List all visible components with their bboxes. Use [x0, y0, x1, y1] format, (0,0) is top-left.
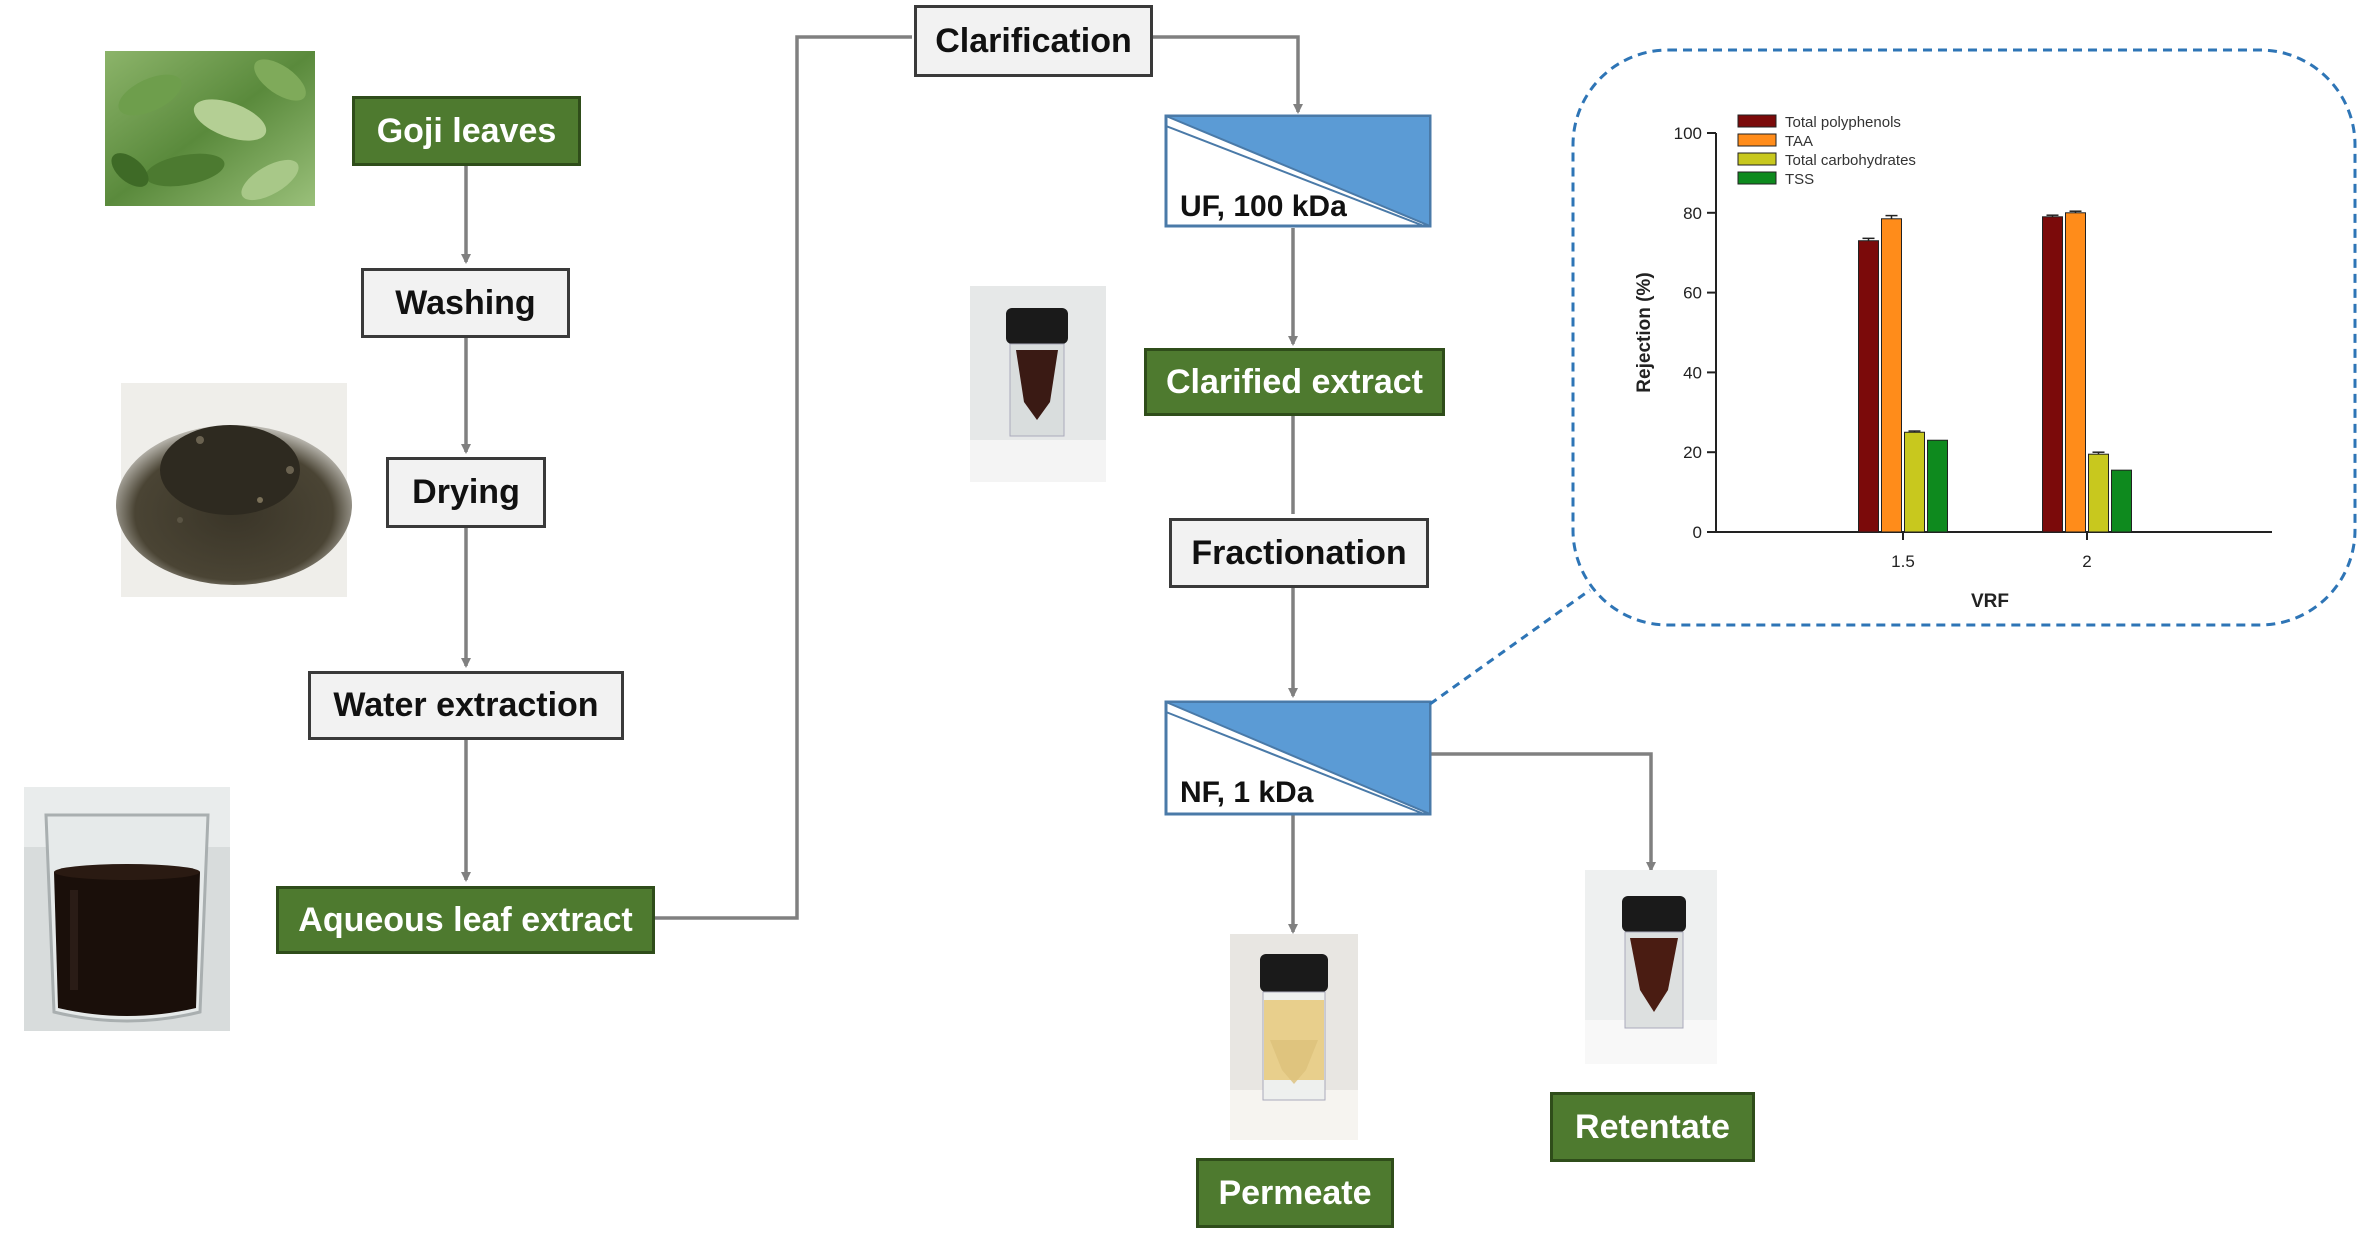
nf-membrane: NF, 1 kDa	[1164, 700, 1432, 816]
arrow-nf-to-retentate	[1430, 752, 1656, 872]
arrows-left-column	[461, 35, 912, 920]
photo-dried-leaves	[116, 383, 352, 597]
bar	[2042, 216, 2063, 533]
legend-swatch	[1737, 152, 1777, 166]
arrow-clarification-to-uf	[1152, 35, 1303, 114]
y-tick-label: 20	[1683, 443, 1702, 462]
photo-goji-leaves	[105, 51, 315, 206]
legend-swatch	[1737, 114, 1777, 128]
step-clarified-extract: Clarified extract	[1144, 348, 1445, 416]
step-goji-leaves-label: Goji leaves	[376, 111, 557, 150]
step-aqueous-leaf-extract-label: Aqueous leaf extract	[298, 900, 633, 939]
inset-connector-line	[1429, 588, 1591, 706]
bar	[1927, 439, 1948, 533]
bar	[2088, 453, 2109, 533]
step-fractionation: Fractionation	[1169, 518, 1429, 588]
step-washing-label: Washing	[395, 283, 536, 322]
step-aqueous-leaf-extract: Aqueous leaf extract	[276, 886, 655, 954]
photo-retentate-vial	[1585, 870, 1717, 1064]
x-axis-title: VRF	[1971, 591, 2009, 612]
bar	[2065, 212, 2086, 533]
step-clarified-extract-label: Clarified extract	[1166, 362, 1423, 401]
legend-label: TSS	[1785, 171, 1814, 188]
arrows-right-column	[1152, 35, 1656, 934]
legend-label: TAA	[1785, 133, 1813, 150]
step-permeate-label: Permeate	[1218, 1173, 1372, 1212]
y-tick-label: 40	[1683, 363, 1702, 382]
step-retentate: Retentate	[1550, 1092, 1755, 1162]
legend-label: Total polyphenols	[1785, 114, 1901, 131]
bar	[1858, 240, 1879, 533]
uf-membrane-label: UF, 100 kDa	[1180, 190, 1347, 223]
step-goji-leaves: Goji leaves	[352, 96, 581, 166]
step-water-extraction: Water extraction	[308, 671, 624, 740]
legend-label: Total carbohydrates	[1785, 152, 1916, 169]
step-clarification-label: Clarification	[935, 21, 1132, 60]
y-tick-label: 80	[1683, 204, 1702, 223]
x-tick-label: 2	[2082, 552, 2091, 571]
step-retentate-label: Retentate	[1575, 1107, 1730, 1146]
photo-permeate-vial	[1230, 934, 1358, 1140]
nf-membrane-label: NF, 1 kDa	[1180, 776, 1314, 809]
y-axis-title: Rejection (%)	[1634, 272, 1655, 392]
inset-frame	[1571, 48, 2357, 627]
step-fractionation-label: Fractionation	[1191, 533, 1407, 572]
step-drying: Drying	[386, 457, 546, 528]
y-tick-label: 0	[1693, 523, 1702, 542]
x-tick-label: 1.5	[1891, 552, 1915, 571]
photo-clarified-vial	[970, 286, 1106, 482]
legend-swatch	[1737, 133, 1777, 147]
bar	[1881, 218, 1902, 533]
step-water-extraction-label: Water extraction	[333, 686, 599, 724]
photo-beaker-extract	[24, 787, 230, 1031]
connector-aqueous-to-clarification	[652, 35, 912, 920]
uf-membrane: UF, 100 kDa	[1164, 114, 1432, 228]
step-permeate: Permeate	[1196, 1158, 1394, 1228]
legend-swatch	[1737, 171, 1777, 185]
bar	[1904, 431, 1925, 533]
y-tick-label: 100	[1674, 124, 1702, 143]
step-clarification: Clarification	[914, 5, 1153, 77]
step-drying-label: Drying	[412, 473, 520, 511]
y-tick-label: 60	[1683, 284, 1702, 303]
bar	[2111, 469, 2132, 533]
step-washing: Washing	[361, 268, 570, 338]
